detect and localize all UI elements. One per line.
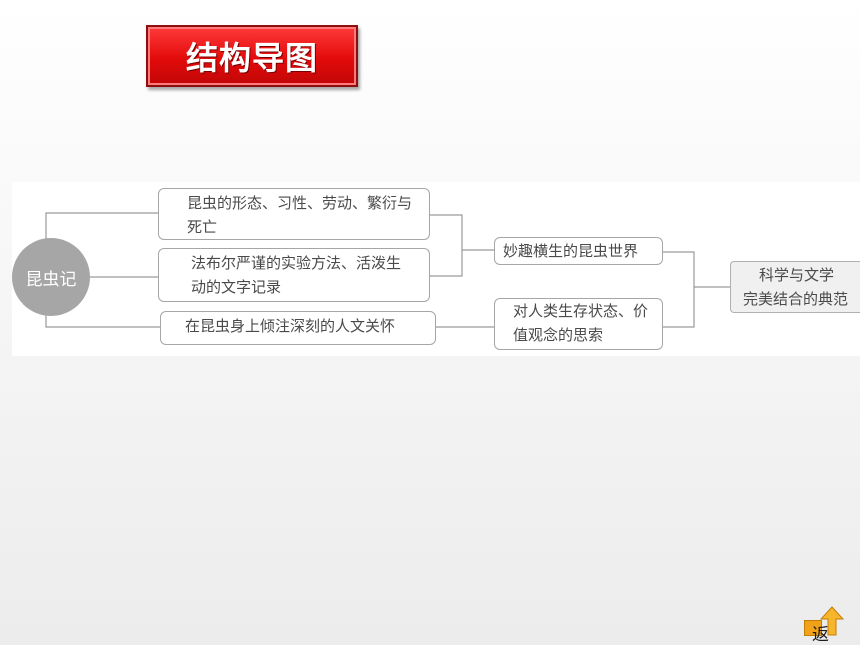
leaf-node-1-line2: 死亡	[187, 218, 218, 236]
conclusion-line2: 完美结合的典范	[743, 290, 849, 308]
topic-node-2-line1: 对人类生存状态、价	[513, 302, 649, 320]
page-title: 结构导图	[146, 25, 358, 87]
topic-node-1-label: 妙趣横生的昆虫世界	[503, 242, 639, 260]
conclusion-line1: 科学与文学	[759, 266, 835, 284]
leaf-node-1-line1: 昆虫的形态、习性、劳动、繁衍与	[187, 194, 413, 212]
leaf-node-2-line2: 动的文字记录	[191, 278, 282, 296]
return-box-icon	[804, 620, 822, 636]
topic-node-1: 妙趣横生的昆虫世界	[494, 237, 663, 265]
connector-root-leaf-1	[45, 212, 160, 242]
leaf-node-2: 法布尔严谨的实验方法、活泼生 动的文字记录	[158, 248, 430, 302]
return-label: 返	[812, 625, 829, 645]
connector-topic1-conclusion	[663, 251, 730, 288]
topic-node-2-line2: 值观念的思索	[513, 326, 604, 344]
connector-root-leaf-3	[45, 312, 160, 328]
leaf-node-2-line1: 法布尔严谨的实验方法、活泼生	[191, 254, 402, 272]
topic-node-2: 对人类生存状态、价 值观念的思索	[494, 298, 663, 350]
return-arrow-icon	[820, 606, 844, 636]
leaf-node-3: 在昆虫身上倾注深刻的人文关怀	[160, 311, 436, 345]
leaf-node-3-line1: 在昆虫身上倾注深刻的人文关怀	[185, 317, 396, 335]
leaf-node-1: 昆虫的形态、习性、劳动、繁衍与 死亡	[158, 188, 430, 240]
return-button[interactable]: 返	[804, 606, 850, 645]
connector-leaf2-topic1	[430, 250, 463, 277]
conclusion-node: 科学与文学 完美结合的典范	[730, 261, 860, 313]
connector-leaf1-topic1	[430, 214, 494, 251]
root-node: 昆虫记	[12, 238, 90, 316]
connector-topic2-conclusion	[663, 287, 695, 328]
